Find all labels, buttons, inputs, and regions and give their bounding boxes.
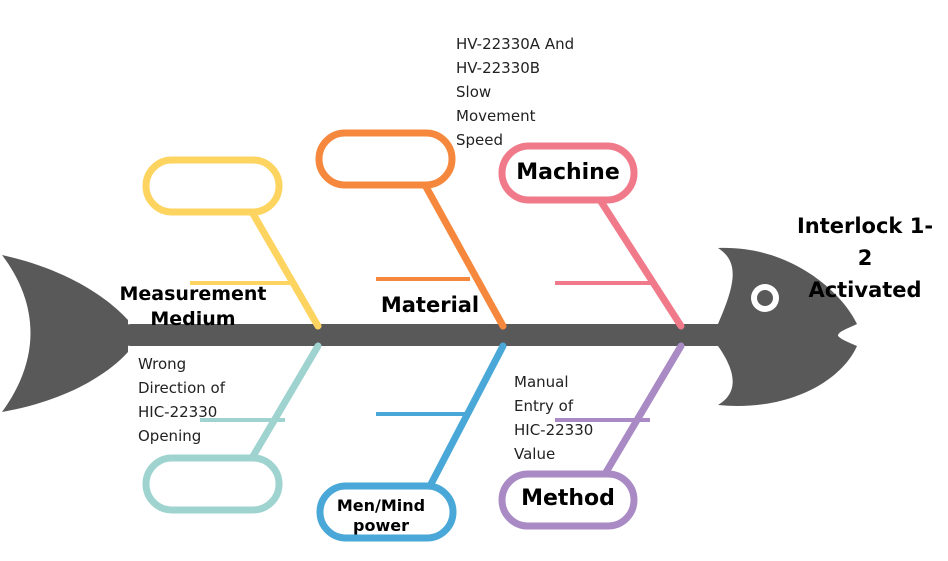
fish-tail — [2, 255, 128, 412]
method-label: Method — [521, 486, 615, 511]
measurement-label: Measurement Medium — [119, 283, 267, 330]
method-box — [498, 470, 638, 530]
men-mind-power-label: Men/Mind power — [336, 496, 426, 535]
machine-label: Machine — [516, 160, 620, 185]
men-mind-power-box — [316, 482, 457, 542]
material-cause-note: HV-22330A And HV-22330B Slow Movement Sp… — [456, 35, 575, 149]
material-box — [315, 129, 456, 189]
material-label: Material — [380, 293, 480, 317]
environment-bone — [248, 342, 322, 462]
effect-label-line1: Interlock 1-2 — [796, 214, 934, 270]
fish-pupil — [757, 290, 773, 306]
machine-box — [498, 142, 638, 204]
measurement-box — [142, 156, 283, 216]
environment-box — [142, 454, 283, 514]
method-bone — [601, 342, 685, 478]
effect-label: Interlock 1-2 Activated — [790, 210, 940, 306]
effect-label-line2: Activated — [808, 278, 922, 302]
measurement-bone — [248, 208, 322, 330]
fish-head — [700, 247, 857, 406]
material-bone — [421, 181, 507, 330]
method-cause-note: Manual Entry of HIC-22330 Value — [514, 373, 594, 463]
machine-bone — [596, 196, 685, 330]
measurement-cause-note: Wrong Direction of HIC-22330 Opening — [138, 355, 225, 445]
fish-spine — [120, 324, 725, 346]
